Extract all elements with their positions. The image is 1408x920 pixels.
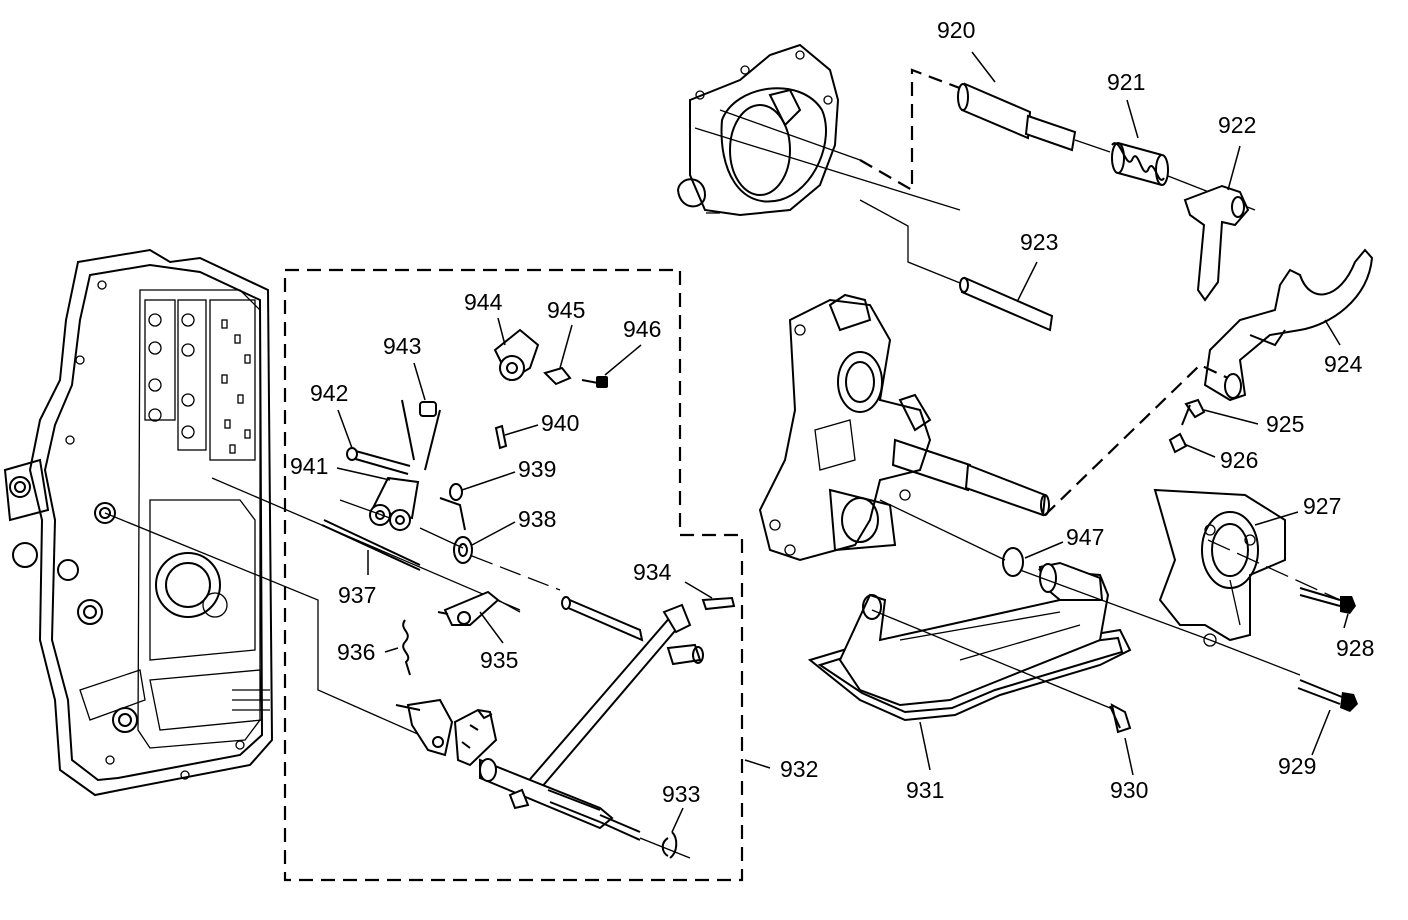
part-947-seal: [1002, 547, 1024, 577]
callout-934: 934: [633, 559, 672, 585]
kit-boundary-932: [283, 268, 744, 882]
axis-line: [104, 512, 421, 736]
part-924-shift-fork: [1203, 248, 1374, 402]
part-936-spring: [402, 619, 411, 676]
part-942-shaft: [346, 447, 411, 475]
part-928-bolt: [1299, 587, 1356, 614]
callout-924: 924: [1324, 351, 1363, 377]
axis-line: [211, 477, 521, 611]
callout-933: 933: [662, 781, 700, 807]
callout-927: 927: [1303, 493, 1341, 519]
part-929-bolt: [1297, 679, 1358, 712]
leader-lines: [336, 51, 1349, 833]
part-manual-shaft: [561, 596, 644, 642]
transfer-housing: [676, 43, 840, 217]
axis-line: [1074, 139, 1111, 153]
part-931-filter: [807, 561, 1132, 722]
callout-931: 931: [906, 777, 944, 803]
part-940-pin: [494, 424, 508, 450]
callout-939: 939: [518, 456, 556, 482]
axis-line: [719, 109, 861, 161]
callout-930: 930: [1110, 777, 1148, 803]
part-921-spring: [1111, 142, 1169, 186]
callout-928: 928: [1336, 635, 1374, 661]
part-933-clip: [661, 831, 678, 859]
callout-944: 944: [464, 289, 503, 315]
callout-935: 935: [480, 647, 518, 673]
part-park-rod: [524, 603, 704, 796]
part-934-pin: [701, 596, 736, 611]
callout-929: 929: [1278, 753, 1316, 779]
axis-line: [694, 127, 961, 211]
callout-947: 947: [1066, 524, 1104, 550]
callout-923: 923: [1020, 229, 1058, 255]
axis-line: [859, 68, 966, 192]
callout-936: 936: [337, 639, 375, 665]
part-939-ring: [449, 483, 463, 501]
callout-941: 941: [290, 453, 328, 479]
part-920-sleeve: [957, 82, 1077, 152]
part-922-fork: [1183, 184, 1250, 302]
axis-line: [1019, 569, 1211, 641]
callout-946: 946: [623, 316, 661, 342]
axis-line: [879, 499, 1006, 561]
callout-942: 942: [310, 380, 348, 406]
part-927-cover: [1153, 488, 1286, 647]
part-930-bolt: [1109, 703, 1132, 734]
part-943-spring: [401, 399, 441, 471]
part-941-bracket: [369, 476, 466, 531]
part-926-bolt: [1168, 404, 1191, 454]
callout-945: 945: [547, 297, 585, 323]
callout-937: 937: [338, 582, 376, 608]
axis-line: [1207, 539, 1341, 601]
part-945-clip: [543, 366, 572, 386]
callout-920: 920: [937, 17, 975, 43]
callout-940: 940: [541, 410, 579, 436]
part-925-clip: [1184, 398, 1206, 419]
part-938-washer: [453, 536, 473, 564]
part-944-roller: [493, 328, 540, 382]
transmission-case-housing: [3, 248, 274, 797]
callout-932: 932: [780, 756, 818, 782]
axis-line: [471, 555, 561, 591]
part-selector-shaft: [479, 758, 691, 859]
part-935-detent-lever: [437, 590, 521, 626]
axis-line: [339, 499, 464, 549]
axis-line: [1209, 639, 1301, 676]
callout-938: 938: [518, 506, 556, 532]
part-923-pin: [959, 276, 1054, 332]
callout-921: 921: [1107, 69, 1145, 95]
callout-925: 925: [1266, 411, 1304, 437]
part-937-rod: [321, 519, 421, 571]
axis-line: [871, 609, 1116, 711]
callout-922: 922: [1218, 112, 1256, 138]
axis-line: [1044, 363, 1229, 516]
axis-line: [859, 199, 966, 286]
part-946-bolt: [581, 376, 608, 388]
callout-labels: 920 921 922 923 924 925 926 927 928 929 …: [290, 17, 1374, 807]
callout-943: 943: [383, 333, 421, 359]
callout-926: 926: [1220, 447, 1258, 473]
accumulator-housing: [758, 293, 1050, 562]
part-manual-valve-lever: [395, 698, 498, 767]
